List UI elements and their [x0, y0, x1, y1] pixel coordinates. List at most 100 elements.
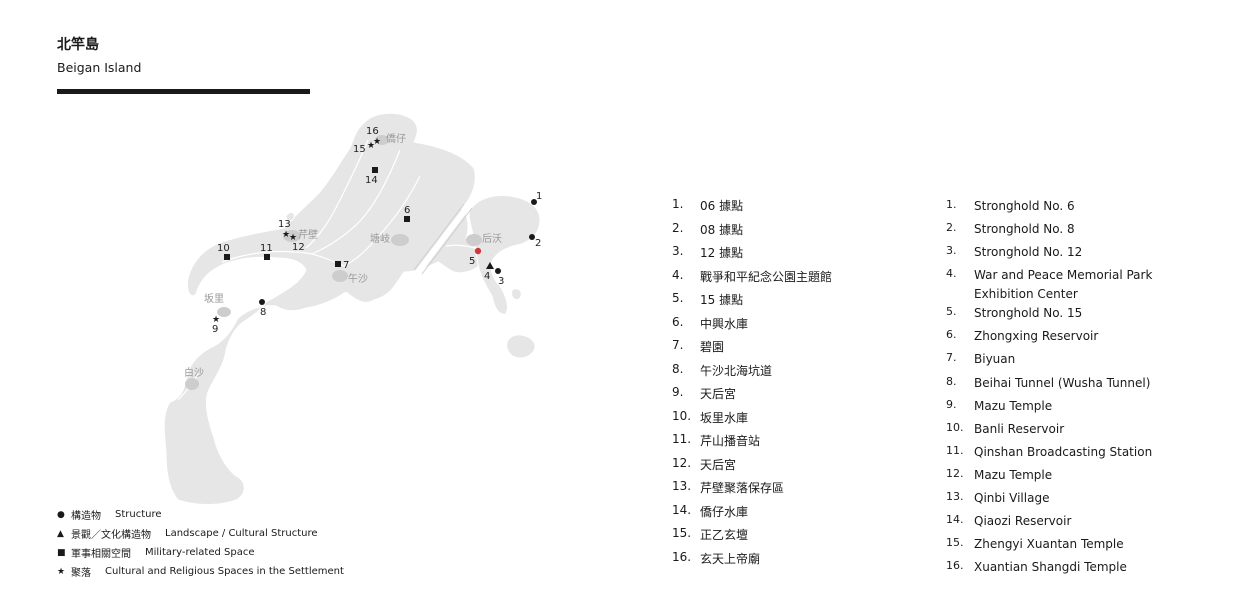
item-name: Qiaozi Reservoir: [974, 514, 1072, 529]
list-item: 15.正乙玄壇: [672, 526, 832, 550]
marker-7-square-icon: [335, 261, 341, 267]
item-number: 9.: [672, 385, 684, 399]
item-number: 12.: [672, 455, 692, 470]
marker-10-square-icon: [224, 254, 230, 260]
item-number: 3.: [946, 244, 957, 258]
item-name: Stronghold No. 6: [974, 199, 1075, 213]
list-item: 16.玄天上帝廟: [672, 550, 832, 574]
marker-14-square-icon: [372, 167, 378, 173]
list-item: 4.戰爭和平紀念公園主題館: [672, 268, 832, 292]
item-name: 坂里水庫: [700, 410, 749, 425]
marker-label-3: 3: [498, 276, 504, 287]
item-number: 7.: [672, 338, 684, 352]
item-number: 6.: [946, 328, 957, 342]
list-item: 6. Zhongxing Reservoir: [946, 327, 1214, 350]
list-item: 14. Qiaozi Reservoir: [946, 512, 1214, 535]
item-name: 芹山播音站: [700, 434, 761, 448]
title-rule: [57, 89, 310, 94]
triangle-icon: ▲: [57, 528, 64, 539]
marker-3-circle-icon: [495, 268, 501, 274]
list-item: 9. 天后宮: [672, 385, 832, 409]
item-name: Zhongxing Reservoir: [974, 329, 1099, 344]
legend-item-landscape: ▲ 景觀／文化構造物 Landscape / Cultural Structur…: [57, 524, 344, 543]
square-icon: ■: [57, 547, 66, 558]
map-legend: ● 構造物 Structure ▲ 景觀／文化構造物 Landscape / C…: [57, 505, 344, 581]
island-main-landmass: [163, 112, 493, 505]
item-name: War and Peace Memorial Park Exhibition C…: [974, 268, 1153, 302]
item-name: 天后宮: [700, 387, 737, 401]
list-item: 1. 06 據點: [672, 197, 832, 221]
item-name: Stronghold No. 12: [974, 245, 1083, 260]
item-name: Mazu Temple: [974, 467, 1053, 482]
marker-8-circle-icon: [259, 299, 265, 305]
list-item: 13.芹壁聚落保存區: [672, 479, 832, 503]
item-name: 午沙北海坑道: [700, 363, 773, 378]
page-title-en: Beigan Island: [57, 60, 142, 75]
list-item: 9. Mazu Temple: [946, 397, 1214, 420]
legend-en-label: Military-related Space: [145, 547, 255, 558]
item-number: 11.: [946, 443, 964, 457]
item-name: Biyuan: [974, 352, 1016, 367]
list-item: 7. 碧園: [672, 338, 832, 362]
item-number: 2.: [672, 220, 684, 235]
settlement-areas: [185, 135, 482, 390]
marker-label-7: 7: [343, 260, 349, 271]
marker-11-square-icon: [264, 254, 270, 260]
place-houwo: 后沃: [482, 233, 502, 245]
item-number: 16.: [672, 549, 692, 564]
item-name: 06 據點: [700, 199, 744, 213]
marker-16-star-icon: ★: [373, 137, 381, 147]
item-name: Mazu Temple: [974, 398, 1053, 413]
item-name: 12 據點: [700, 246, 744, 260]
place-qiaozi: 僑仔: [386, 133, 406, 145]
legend-zh-label: 景觀／文化構造物: [71, 530, 151, 541]
item-name: Qinshan Broadcasting Station: [974, 444, 1153, 459]
item-number: 4.: [672, 267, 684, 282]
item-number: 9.: [946, 397, 957, 411]
marker-label-9: 9: [212, 324, 218, 335]
item-number: 13.: [672, 479, 692, 493]
item-name: Stronghold No. 15: [974, 306, 1083, 321]
marker-label-10: 10: [217, 243, 230, 254]
item-name: 碧園: [700, 340, 725, 354]
list-item: 3. Stronghold No. 12: [946, 243, 1214, 266]
list-item: 1.Stronghold No. 6: [946, 197, 1214, 220]
item-number: 1.: [672, 197, 684, 211]
item-number: 3.: [672, 244, 684, 258]
marker-label-14: 14: [365, 175, 378, 186]
islet-south: [506, 334, 536, 359]
marker-13-star-icon: ★: [282, 230, 290, 240]
list-item: 14.僑仔水庫: [672, 503, 832, 527]
marker-label-13: 13: [278, 219, 291, 230]
item-number: 14.: [946, 513, 964, 527]
settlement-markers: ★ ★ ★ ★ ★: [212, 137, 381, 325]
item-number: 5.: [946, 305, 957, 319]
item-name: Stronghold No. 8: [974, 222, 1075, 237]
marker-label-6: 6: [404, 205, 410, 216]
list-item: 4.War and Peace Memorial Park Exhibition…: [946, 266, 1214, 304]
marker-label-8: 8: [260, 307, 266, 318]
item-name: 中興水庫: [700, 316, 749, 331]
list-item: 5. Stronghold No. 15: [946, 304, 1214, 327]
marker-label-5: 5: [469, 256, 475, 267]
list-item: 11. Qinshan Broadcasting Station: [946, 443, 1214, 466]
place-banli: 坂里: [204, 293, 224, 305]
star-icon: ★: [57, 566, 66, 577]
legend-en-label: Landscape / Cultural Structure: [165, 528, 318, 539]
legend-en-label: Structure: [115, 509, 162, 520]
legend-en-label: Cultural and Religious Spaces in the Set…: [105, 566, 344, 577]
item-name: Banli Reservoir: [974, 421, 1065, 436]
item-number: 2.: [946, 221, 957, 235]
place-qinbi: 芹壁: [298, 228, 318, 241]
islet-north: [285, 211, 295, 222]
island-east-peninsula: [468, 195, 541, 315]
item-number: 10.: [672, 408, 692, 423]
page-title-zh: 北竿島: [57, 37, 99, 53]
list-item: 10.Banli Reservoir: [946, 420, 1214, 443]
marker-label-1: 1: [536, 191, 542, 202]
item-number: 7.: [946, 351, 957, 365]
item-name: Qinbi Village: [974, 491, 1050, 506]
place-baisha: 白沙: [184, 366, 204, 379]
legend-item-structure: ● 構造物 Structure: [57, 505, 344, 524]
list-item: 2.08 據點: [672, 221, 832, 245]
